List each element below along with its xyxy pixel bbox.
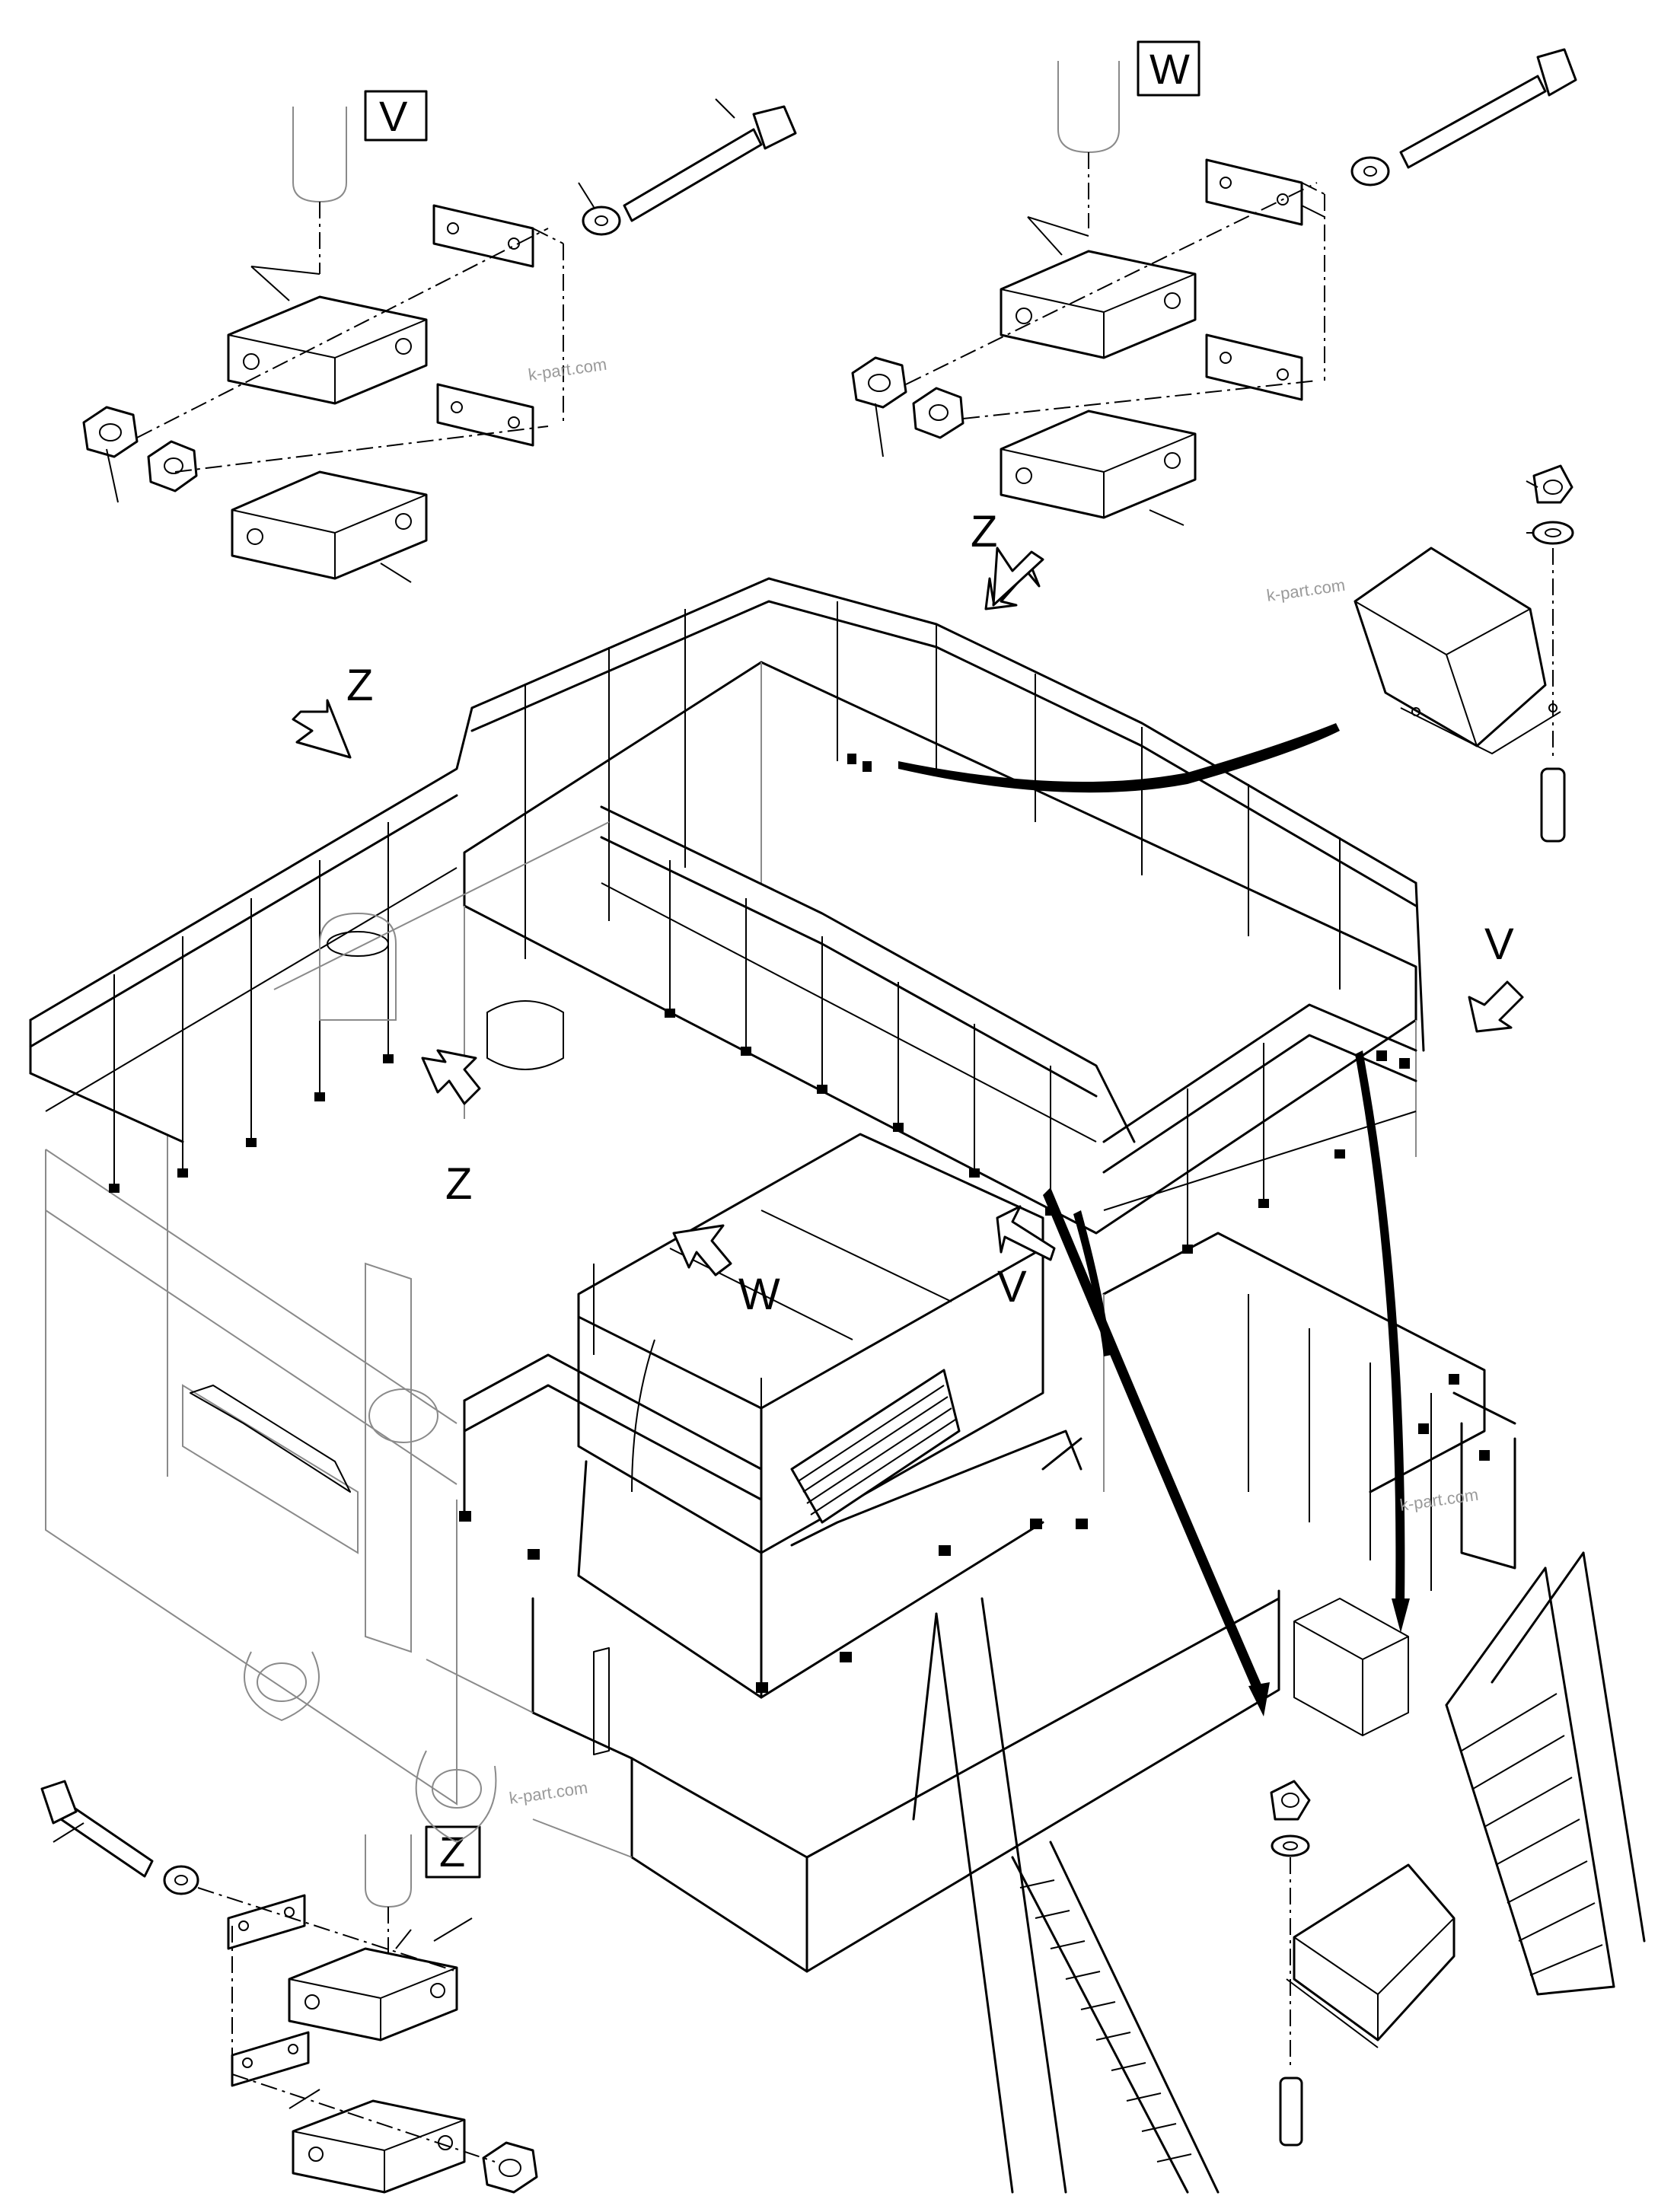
view-arrow-z-top: Z [971, 507, 1044, 610]
view-arrow-w-center: W [672, 1224, 780, 1319]
pipe-route-right [1355, 1050, 1405, 1606]
left-access-ladder [912, 1597, 1220, 2194]
detail-z-clamp-lower [292, 2099, 466, 2194]
view-arrow-z-lower-label: Z [445, 1159, 472, 1209]
detail-w-plate-top [1205, 158, 1303, 226]
lower-cover-nut [1270, 1780, 1311, 1821]
view-arrow-z-top-label: Z [971, 507, 997, 556]
detail-w-assembly: W [851, 40, 1577, 526]
detail-v-clamp-upper [227, 295, 428, 405]
watermark-1: k-part.com [527, 355, 607, 384]
detail-z-pipe [365, 1834, 412, 1908]
detail-z-washer [163, 1865, 199, 1895]
detail-w-washer [1350, 156, 1390, 186]
detail-w-clamp-upper [1000, 250, 1197, 359]
detail-v-washer [582, 206, 621, 236]
detail-z-nut [482, 2141, 538, 2194]
detail-w-nut-2 [912, 387, 965, 439]
highlighted-pipe-routes [898, 723, 1410, 1716]
upper-cover [1354, 547, 1547, 747]
view-arrow-v-center-label: V [997, 1262, 1027, 1312]
detail-v-bolt [623, 128, 763, 222]
detail-w-label-box [1137, 40, 1200, 97]
detail-v-nut-1 [82, 406, 139, 458]
detail-v-clamp-lower [231, 470, 428, 580]
view-arrow-w-center-label: W [738, 1270, 780, 1319]
detail-w-label: W [1149, 45, 1190, 93]
pipe-route-center [1043, 1187, 1264, 1694]
view-arrow-z-left-label: Z [346, 661, 373, 710]
view-arrow-z-lower: Z [421, 1049, 481, 1209]
detail-z-plate-top [227, 1894, 306, 1950]
watermark-4: k-part.com [1398, 1485, 1479, 1515]
upper-cover-nut [1532, 464, 1574, 504]
view-arrow-z-left: Z [292, 661, 373, 759]
view-arrow-v-center: V [996, 1205, 1056, 1312]
detail-v-nut-2 [147, 440, 198, 492]
watermark-2: k-part.com [1265, 575, 1346, 605]
detail-z-clamp-upper [288, 1947, 458, 2041]
view-arrow-v-right-label: V [1484, 920, 1514, 969]
detail-z-assembly: Z [40, 1780, 538, 2194]
detail-w-clamp-lower [1000, 410, 1197, 519]
detail-w-nut-1 [851, 356, 907, 409]
detail-w-bolt [1399, 75, 1547, 169]
detail-z-label: Z [439, 1828, 465, 1876]
detail-v-label-box [364, 90, 428, 142]
pipe-route-upper [898, 723, 1340, 793]
lower-cover-stud [1279, 2077, 1303, 2147]
detail-z-label-box [425, 1825, 481, 1879]
upper-cover-stud [1540, 767, 1566, 843]
view-arrows: Z Z Z V W V [292, 507, 1524, 1319]
detail-w-pipe [1057, 61, 1120, 154]
upper-cover-washer [1532, 521, 1574, 545]
machine-body [29, 577, 1646, 2194]
lower-cover [1293, 1863, 1456, 2041]
detail-w-plate-bottom [1205, 333, 1303, 401]
detail-v-plate-top [432, 204, 534, 268]
upper-cover-assembly [1354, 464, 1574, 843]
detail-v-pipe [292, 107, 347, 203]
lower-cover-assembly [1270, 1780, 1456, 2147]
upper-rail-top [470, 577, 1417, 884]
right-access-stairs [1445, 1551, 1646, 1996]
view-arrow-v-right: V [1468, 920, 1524, 1033]
lower-cover-washer [1271, 1834, 1310, 1857]
detail-v-plate-bottom [436, 383, 534, 447]
detail-v-assembly: V [82, 90, 797, 583]
watermark-3: k-part.com [508, 1778, 588, 1808]
detail-z-bolt [59, 1802, 154, 1878]
detail-v-label: V [379, 92, 408, 140]
cab-radiator-grille [790, 1369, 961, 1524]
